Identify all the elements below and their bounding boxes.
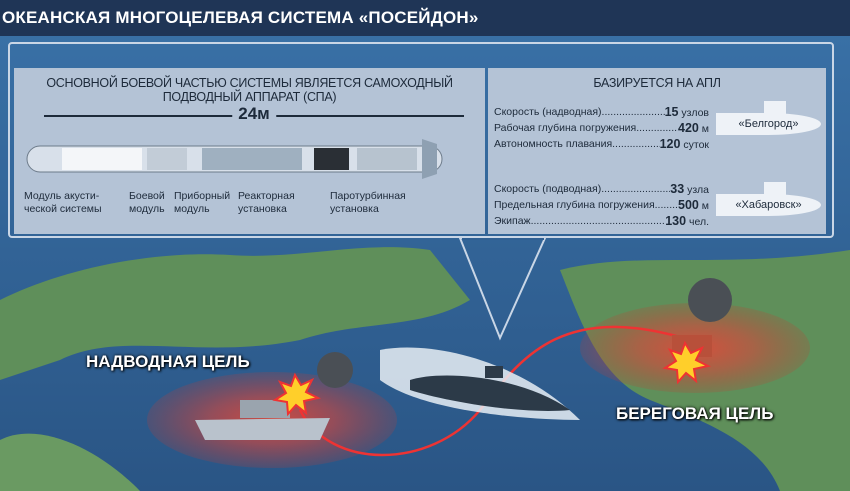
- spec-row: Скорость (надводная)15 узлов: [494, 105, 709, 121]
- smoke-cloud: [688, 278, 732, 322]
- smoke-cloud: [317, 352, 353, 388]
- length-label: 24м: [232, 104, 276, 124]
- submarine: [410, 375, 570, 411]
- spec-row: Предельная глубина погружения500 м: [494, 198, 709, 214]
- callout-frame: [8, 42, 834, 238]
- belgorod-specs: Скорость (надводная)15 узлов Рабочая глу…: [494, 105, 709, 153]
- land-south: [0, 433, 140, 491]
- device-panel: ОСНОВНОЙ БОЕВОЙ ЧАСТЬЮ СИСТЕМЫ ЯВЛЯЕТСЯ …: [14, 68, 485, 234]
- khabarovsk-specs: Скорость (подводная)33 узла Предельная г…: [494, 182, 709, 230]
- spec-row: Рабочая глубина погружения420 м: [494, 121, 709, 137]
- land-west: [0, 247, 470, 380]
- warship: [195, 418, 330, 440]
- device-heading: ОСНОВНОЙ БОЕВОЙ ЧАСТЬЮ СИСТЕМЫ ЯВЛЯЕТСЯ …: [46, 76, 453, 104]
- length-indicator: 24м: [44, 104, 464, 124]
- warship-superstructure: [240, 400, 290, 418]
- device-diagram: [26, 139, 443, 179]
- spec-row: Скорость (подводная)33 узла: [494, 182, 709, 198]
- page-title: ОКЕАНСКАЯ МНОГОЦЕЛЕВАЯ СИСТЕМА «ПОСЕЙДОН…: [0, 0, 850, 36]
- module-acoustic: Модуль акусти-ческой системы: [24, 190, 102, 215]
- spec-row: Экипаж130 чел.: [494, 214, 709, 230]
- carrier-panel: БАЗИРУЕТСЯ НА АПЛ Скорость (надводная)15…: [488, 68, 826, 234]
- coastal-target-label: БЕРЕГОВАЯ ЦЕЛЬ: [616, 404, 774, 423]
- spec-row: Автономность плавания120 суток: [494, 137, 709, 153]
- explosion-icon: [662, 340, 711, 385]
- carrier-heading: БАЗИРУЕТСЯ НА АПЛ: [593, 76, 721, 90]
- khabarovsk-submarine: «Хабаровск»: [716, 182, 821, 216]
- belgorod-submarine: «Белгород»: [716, 101, 821, 135]
- submarine-sail: [485, 366, 503, 378]
- surface-target-label: НАДВОДНАЯ ЦЕЛЬ: [86, 352, 250, 371]
- explosion-icon: [272, 372, 321, 417]
